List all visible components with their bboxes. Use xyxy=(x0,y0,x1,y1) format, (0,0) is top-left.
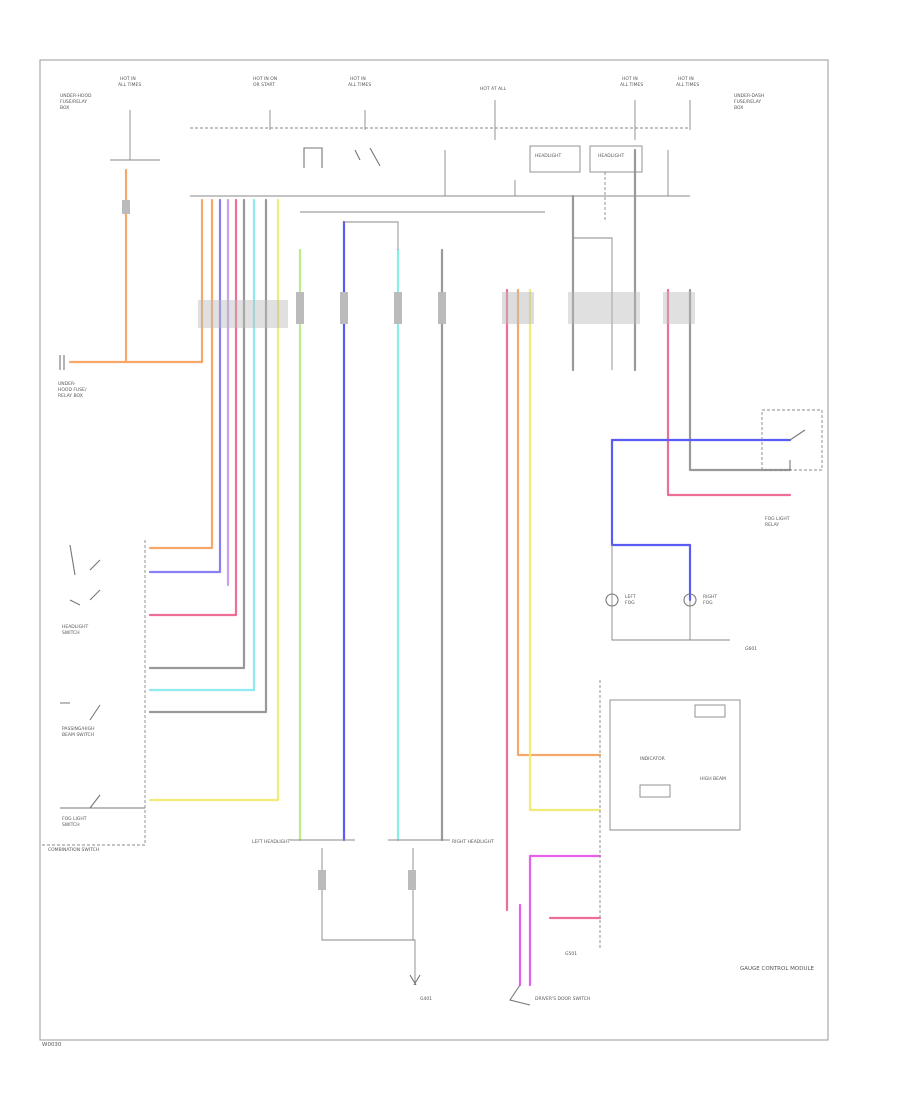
svg-text:UNDER-DASH: UNDER-DASH xyxy=(734,93,764,99)
fuse-relay-box xyxy=(110,100,691,220)
left-headlight-label: LEFT HEADLIGHT xyxy=(252,839,291,845)
svg-text:FOG: FOG xyxy=(625,600,635,606)
connector-markers xyxy=(122,200,695,890)
ground-g401: G401 xyxy=(409,974,432,1002)
svg-text:BEAM SWITCH: BEAM SWITCH xyxy=(62,732,94,738)
gauge-control-module: INDICATOR HIGH BEAM GAUGE CONTROL MODULE xyxy=(599,680,815,972)
svg-text:BOX: BOX xyxy=(734,105,743,111)
svg-text:HIGH BEAM: HIGH BEAM xyxy=(700,776,726,782)
svg-text:HOT IN: HOT IN xyxy=(350,76,366,82)
svg-text:RELAY BOX: RELAY BOX xyxy=(58,393,83,399)
svg-text:UNDER-HOOD: UNDER-HOOD xyxy=(60,93,92,99)
svg-text:RIGHT: RIGHT xyxy=(703,594,717,600)
svg-text:HOOD FUSE/: HOOD FUSE/ xyxy=(58,387,87,393)
driver-door-switch: DRIVER'S DOOR SWITCH xyxy=(509,984,590,1006)
svg-text:SWITCH: SWITCH xyxy=(62,822,80,828)
svg-text:FOG LIGHT: FOG LIGHT xyxy=(62,816,87,822)
ground-g501-label: G501 xyxy=(565,951,577,957)
svg-text:HOT IN: HOT IN xyxy=(678,76,694,82)
svg-text:FUSE/RELAY: FUSE/RELAY xyxy=(734,99,761,105)
diagram-code: W0030 xyxy=(42,1042,62,1048)
gauge-control-module-label: GAUGE CONTROL MODULE xyxy=(740,966,815,972)
combination-switch-label: COMBINATION SWITCH xyxy=(48,847,99,853)
svg-text:ALL TIMES: ALL TIMES xyxy=(118,82,141,88)
svg-text:HOT IN: HOT IN xyxy=(120,76,136,82)
left-ground: UNDER-HOOD FUSE/RELAY BOX xyxy=(58,355,87,399)
svg-text:RELAY: RELAY xyxy=(765,522,779,528)
ground-g601: G601 xyxy=(745,646,757,652)
svg-text:BOX: BOX xyxy=(60,105,69,111)
diagram-frame xyxy=(39,59,829,1041)
right-headlight-label: RIGHT HEADLIGHT xyxy=(452,839,494,845)
svg-text:HEADLIGHT: HEADLIGHT xyxy=(535,153,561,159)
svg-text:PASSING/HIGH: PASSING/HIGH xyxy=(62,726,95,732)
ground-g501: G501 xyxy=(565,951,577,957)
svg-text:FOG LIGHT: FOG LIGHT xyxy=(765,516,790,522)
svg-text:HOT AT ALL: HOT AT ALL xyxy=(480,86,507,92)
right-headlight: RIGHT HEADLIGHT xyxy=(388,839,494,845)
svg-text:SWITCH: SWITCH xyxy=(62,630,80,636)
ground-g601-label: G601 xyxy=(745,646,757,652)
svg-text:ALL TIMES: ALL TIMES xyxy=(348,82,371,88)
svg-text:ALL TIMES: ALL TIMES xyxy=(620,82,643,88)
svg-text:HEADLIGHT: HEADLIGHT xyxy=(62,624,88,630)
svg-text:ALL TIMES: ALL TIMES xyxy=(676,82,699,88)
svg-text:FUSE/RELAY: FUSE/RELAY xyxy=(60,99,87,105)
svg-text:FOG: FOG xyxy=(703,600,713,606)
svg-text:INDICATOR: INDICATOR xyxy=(640,756,665,762)
left-headlight: LEFT HEADLIGHT xyxy=(252,839,355,845)
svg-text:LEFT: LEFT xyxy=(625,594,636,600)
ground-g401-label: G401 xyxy=(420,996,432,1002)
driver-door-switch-label: DRIVER'S DOOR SWITCH xyxy=(535,996,590,1002)
svg-text:HEADLIGHT: HEADLIGHT xyxy=(598,153,624,159)
svg-text:OR START: OR START xyxy=(253,82,275,88)
combination-switch: HEADLIGHT SWITCH PASSING/HIGH BEAM SWITC… xyxy=(42,540,146,853)
svg-text:UNDER-: UNDER- xyxy=(58,381,76,387)
wires xyxy=(68,148,792,987)
svg-text:HOT IN: HOT IN xyxy=(622,76,638,82)
svg-text:HOT IN ON: HOT IN ON xyxy=(253,76,277,82)
